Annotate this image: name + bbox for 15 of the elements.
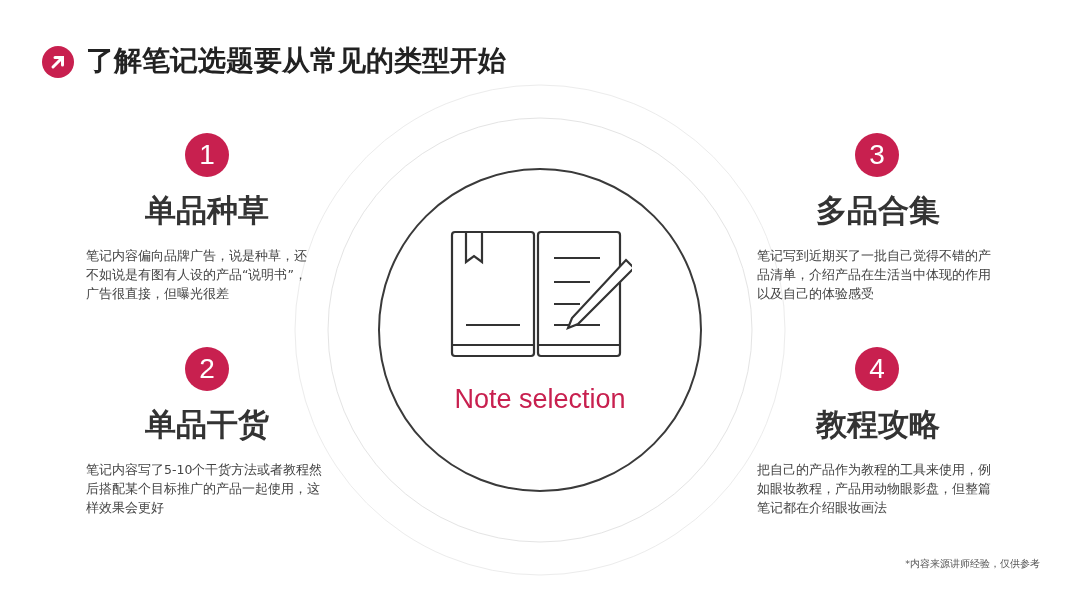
number-badge: 2 — [185, 347, 229, 391]
center-label: Note selection — [453, 384, 627, 415]
description-text: 把自己的产品作为教程的工具来使用，例如眼妆教程，产品用动物眼影盘，但整篇笔记都在介绍眼妆画法 — [757, 461, 992, 517]
description-text: 笔记写到近期买了一批自己觉得不错的产品清单，介绍产品在生活当中体现的作用以及自己的体验感受 — [757, 247, 992, 303]
section-heading: 单品干货 — [144, 405, 270, 444]
section-heading: 单品种草 — [144, 191, 270, 230]
number-badge: 3 — [855, 133, 899, 177]
description-text: 笔记内容写了5-10个干货方法或者教程然后搭配某个目标推广的产品一起使用，这样效果会更好 — [86, 461, 324, 517]
description-text: 笔记内容偏向品牌广告，说是种草，还不如说是有图有人设的产品“说明书”，广告很直接，但曝光很差 — [86, 247, 308, 303]
slide-title: 了解笔记选题要从常见的类型开始 — [86, 43, 506, 79]
number-badge: 4 — [855, 347, 899, 391]
footnote: *内容来源讲师经验，仅供参考 — [905, 558, 1040, 571]
number-badge: 1 — [185, 133, 229, 177]
section-heading: 教程攻略 — [814, 405, 941, 444]
section-heading: 多品合集 — [815, 191, 941, 230]
